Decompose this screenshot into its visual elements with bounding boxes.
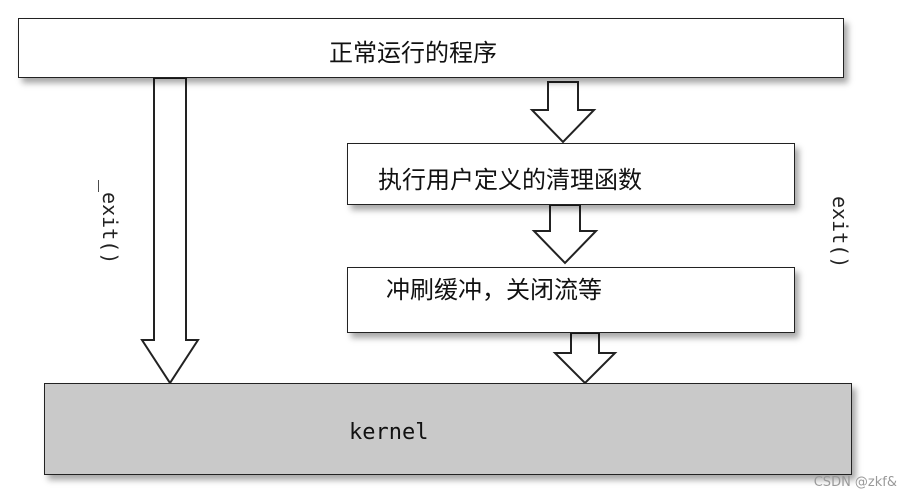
underscore-exit-label: _exit() <box>98 180 122 265</box>
flush-buffers-label: 冲刷缓冲，关闭流等 <box>386 276 602 304</box>
normal-program-box: 正常运行的程序 <box>18 18 844 78</box>
down-arrow-icon <box>529 81 597 144</box>
exit-underscore-arrow-icon <box>140 77 200 385</box>
normal-program-label: 正常运行的程序 <box>329 39 497 67</box>
down-arrow-icon <box>552 332 618 385</box>
exit-label: exit() <box>828 196 852 269</box>
kernel-box: kernel <box>44 383 852 475</box>
watermark: CSDN @zkf& <box>813 475 897 490</box>
flush-buffers-box: 冲刷缓冲，关闭流等 <box>347 267 795 333</box>
cleanup-function-box: 执行用户定义的清理函数 <box>347 143 795 205</box>
kernel-label: kernel <box>349 420 429 445</box>
down-arrow-icon <box>531 204 599 265</box>
cleanup-function-label: 执行用户定义的清理函数 <box>378 166 642 194</box>
